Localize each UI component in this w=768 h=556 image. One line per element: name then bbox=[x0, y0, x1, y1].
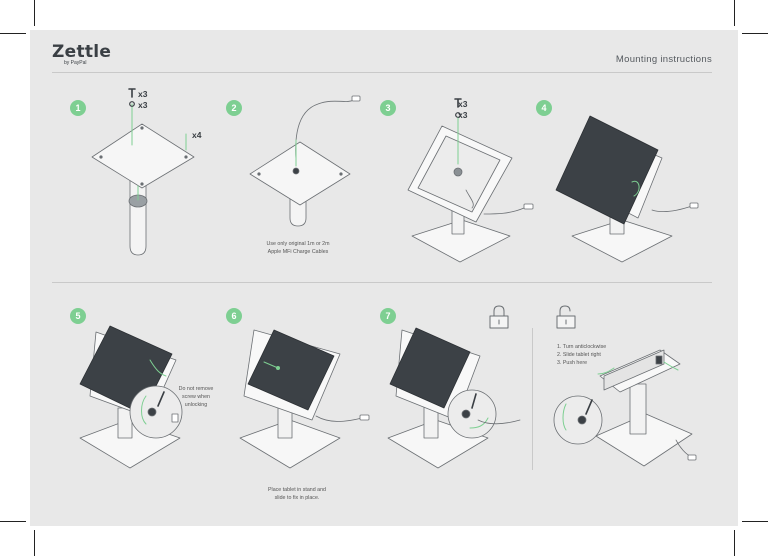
step-6-caption-line-1: Place tablet in stand and bbox=[267, 487, 326, 493]
step-4-illustration bbox=[555, 115, 699, 263]
crop-mark bbox=[0, 521, 26, 522]
step-2-illustration bbox=[249, 95, 361, 227]
step-3-screw-count: x3 bbox=[458, 99, 468, 109]
unlock-step-3: 3. Push here bbox=[557, 360, 588, 366]
step-4-badge: 4 bbox=[536, 100, 552, 116]
crop-mark bbox=[734, 530, 735, 556]
step-1-base-screw-count: x4 bbox=[192, 130, 202, 140]
unlock-step-1: 1. Turn anticlockwise bbox=[557, 344, 607, 350]
padlock-unlocked-icon bbox=[556, 305, 576, 329]
screw-icon bbox=[128, 88, 462, 108]
step-7-badge: 7 bbox=[380, 308, 396, 324]
step-6-caption: Place tablet in stand and slide to fix i… bbox=[242, 486, 352, 502]
step-1-badge: 1 bbox=[70, 100, 86, 116]
step-5-caption-line-3: unlocking bbox=[184, 402, 208, 408]
unlock-illustration bbox=[553, 349, 697, 467]
unlock-step-2: 2. Slide tablet right bbox=[557, 352, 601, 358]
step-5-caption-line-1: Do not remove bbox=[178, 386, 214, 392]
crop-mark bbox=[34, 530, 35, 556]
header-divider bbox=[52, 72, 712, 73]
brand-subtitle: by PayPal bbox=[64, 60, 87, 66]
crop-mark bbox=[0, 33, 26, 34]
section-divider bbox=[52, 282, 712, 283]
brand-logo: Zettle bbox=[52, 42, 112, 62]
step-3-washer-count: x3 bbox=[458, 110, 468, 120]
step-2-badge: 2 bbox=[226, 100, 242, 116]
step-2-caption: Use only original 1m or 2m Apple MFi Cha… bbox=[236, 240, 360, 256]
step-1-washer-count: x3 bbox=[138, 100, 148, 110]
step-2-caption-line-1: Use only original 1m or 2m bbox=[266, 241, 330, 247]
step-7-illustration bbox=[387, 327, 521, 469]
crop-mark bbox=[742, 33, 768, 34]
step-3-badge: 3 bbox=[380, 100, 396, 116]
unlock-instructions: 1. Turn anticlockwise 2. Slide tablet ri… bbox=[557, 343, 647, 367]
step-6-illustration bbox=[239, 329, 370, 469]
crop-mark bbox=[34, 0, 35, 26]
step-2-caption-line-2: Apple MFi Charge Cables bbox=[267, 249, 329, 255]
step-3-illustration bbox=[407, 117, 534, 263]
step-6-caption-line-2: slide to fix in place. bbox=[274, 495, 320, 501]
page-title: Mounting instructions bbox=[615, 54, 712, 65]
crop-mark bbox=[734, 0, 735, 26]
step-5-illustration bbox=[79, 325, 183, 469]
step-5-caption-line-2: screw when bbox=[182, 394, 210, 400]
step-5-warning-caption: Do not remove screw when unlocking bbox=[170, 385, 222, 409]
unlock-divider bbox=[532, 328, 533, 470]
padlock-locked-icon bbox=[489, 305, 509, 329]
step-6-badge: 6 bbox=[226, 308, 242, 324]
step-1-screw-count: x3 bbox=[138, 89, 148, 99]
step-1-illustration bbox=[91, 103, 195, 256]
washer-icon bbox=[129, 101, 461, 118]
step-5-badge: 5 bbox=[70, 308, 86, 324]
crop-mark bbox=[742, 521, 768, 522]
